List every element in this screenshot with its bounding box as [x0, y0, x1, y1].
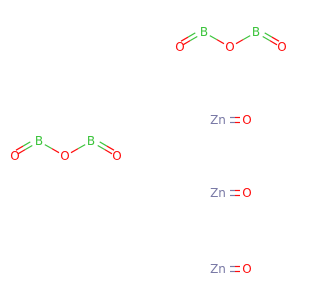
double-bond-segment	[271, 36, 280, 42]
double-bond-segment	[22, 141, 31, 147]
zinc-oxide-unit-2: Zn O	[210, 186, 252, 200]
oxygen-atom: O	[242, 262, 251, 276]
single-bond-segment	[44, 144, 53, 150]
double-bond-segment	[182, 40, 191, 46]
oxygen-atom: O	[242, 113, 251, 127]
double-bond-segment	[24, 144, 33, 151]
single-bond-segment	[242, 35, 251, 41]
single-bond-segment	[235, 39, 244, 45]
double-bond-segment	[269, 40, 278, 46]
single-bond-segment	[70, 148, 79, 154]
double-bond-segment	[180, 36, 189, 42]
double-bond-segment	[99, 141, 108, 147]
boron-atom: B	[252, 25, 260, 39]
oxygen-atom: O	[225, 40, 234, 54]
boron-oxide-unit-2: O B O B O	[10, 134, 121, 163]
double-bond-segment	[97, 144, 106, 151]
zinc-atom: Zn	[210, 186, 226, 200]
single-bond-segment	[51, 148, 60, 154]
oxygen-atom: O	[242, 186, 251, 200]
double-bond-segment	[106, 145, 115, 151]
single-bond-segment	[216, 39, 225, 45]
boron-atom: B	[200, 25, 208, 39]
double-bond-segment	[189, 35, 198, 42]
oxygen-atom: O	[10, 149, 19, 163]
double-bond-segment	[17, 149, 26, 155]
oxygen-atom: O	[112, 149, 121, 163]
oxygen-atom: O	[175, 40, 184, 54]
zinc-atom: Zn	[210, 262, 226, 276]
oxygen-atom: O	[277, 40, 286, 54]
zinc-oxide-unit-3: Zn O	[210, 262, 252, 276]
double-bond-segment	[15, 145, 24, 151]
molecular-structure-diagram: O B O B O O B O B O Zn O Zn O Zn O	[10, 25, 286, 276]
double-bond-segment	[264, 32, 273, 38]
zinc-atom: Zn	[210, 113, 226, 127]
single-bond-segment	[77, 144, 86, 150]
single-bond-segment	[209, 35, 218, 41]
double-bond-segment	[187, 32, 196, 38]
boron-atom: B	[35, 134, 43, 148]
boron-atom: B	[87, 134, 95, 148]
zinc-oxide-unit-1: Zn O	[210, 113, 252, 127]
double-bond-segment	[262, 35, 271, 42]
oxygen-atom: O	[60, 149, 69, 163]
double-bond-segment	[104, 149, 113, 155]
boron-oxide-unit-1: O B O B O	[175, 25, 286, 54]
